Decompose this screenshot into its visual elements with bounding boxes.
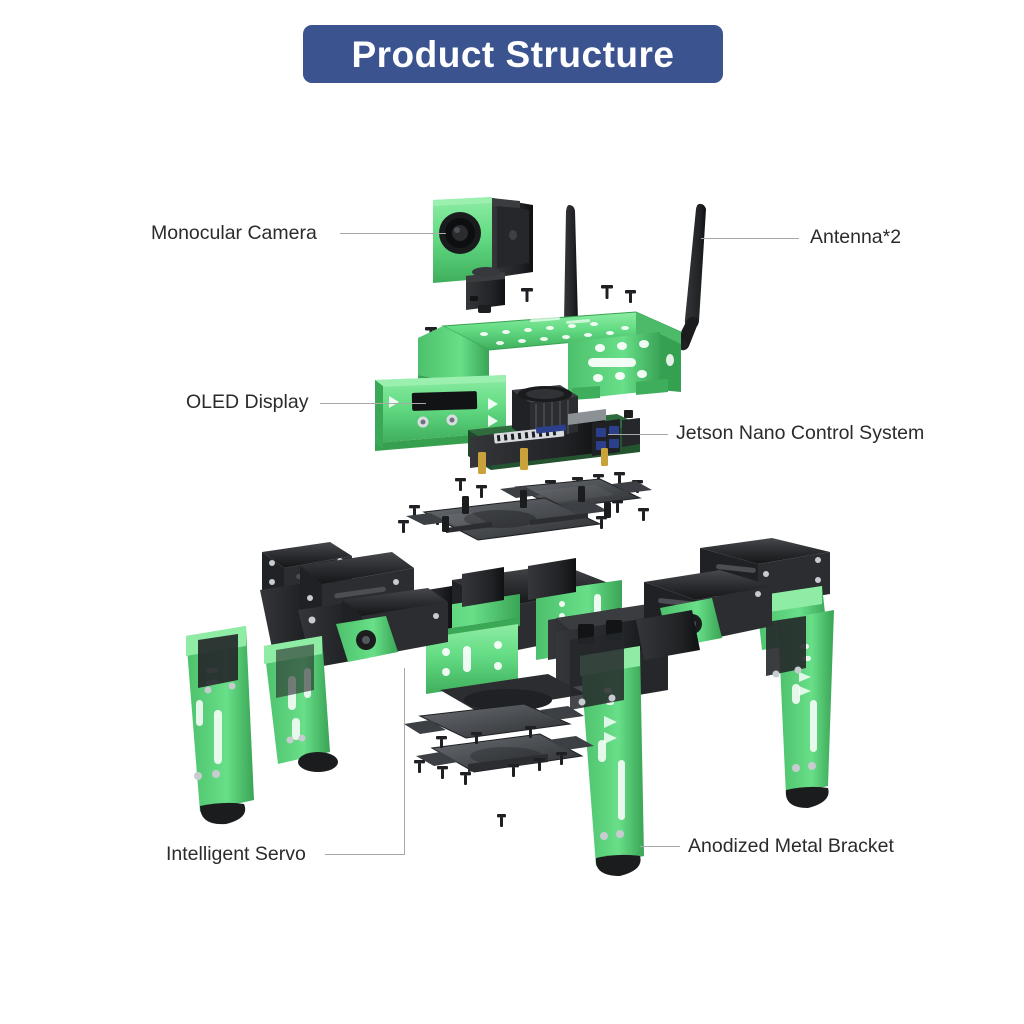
part-leg-mid-right: [636, 570, 772, 660]
part-antenna-left: [564, 205, 578, 330]
part-leg-front-left: [336, 588, 448, 662]
part-jetson-nano-board: [468, 385, 640, 474]
part-leg-front-right: [570, 632, 644, 876]
part-oled-display: [375, 375, 506, 451]
callout-anodized-metal-bracket: Anodized Metal Bracket: [688, 835, 894, 857]
callout-monocular-camera: Monocular Camera: [151, 222, 317, 244]
page-title-banner: Product Structure: [303, 25, 723, 83]
callout-oled-display: OLED Display: [186, 391, 309, 413]
leader-line-monocular-camera: [340, 233, 446, 235]
part-top-cover-plate: [418, 311, 683, 412]
leader-line-anodized-metal-bracket: [640, 846, 680, 848]
part-upper-chassis-plate: [406, 478, 652, 541]
leader-line-jetson-nano: [608, 434, 668, 436]
part-lower-chassis-plate: [404, 703, 594, 773]
leader-line-intelligent-servo-vertical: [404, 668, 406, 854]
callout-jetson-nano: Jetson Nano Control System: [676, 422, 925, 444]
part-leg-rear-right: [700, 538, 834, 808]
part-monocular-camera: [433, 197, 533, 313]
leader-line-antenna: [701, 238, 799, 240]
callout-intelligent-servo: Intelligent Servo: [166, 843, 306, 865]
leader-line-intelligent-servo-horizontal: [325, 854, 405, 856]
callout-antenna: Antenna*2: [810, 226, 902, 248]
part-screws: [414, 726, 567, 827]
leader-line-oled-display: [320, 403, 426, 405]
page-title: Product Structure: [351, 33, 675, 75]
